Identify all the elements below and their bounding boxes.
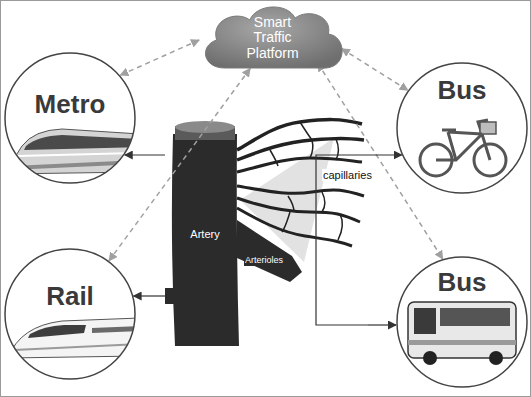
node-title: Bus — [396, 268, 528, 297]
connector — [120, 40, 199, 75]
illustration-part — [322, 192, 325, 212]
mode-circle: Bus — [396, 62, 528, 194]
circle-outline — [5, 53, 135, 183]
node-title: Rail — [4, 282, 136, 311]
circle-outline — [4, 248, 136, 380]
illustration-part — [28, 325, 86, 338]
illustration-part — [237, 120, 362, 150]
bus — [408, 302, 516, 365]
platform-cloud: Smart Traffic Platform — [195, 2, 350, 74]
label-holder: capillaries — [322, 169, 373, 181]
bicycle — [420, 120, 506, 176]
illustration-part — [237, 220, 302, 282]
circle-outline — [5, 249, 135, 379]
illustration-part — [172, 134, 239, 346]
illustration-part — [436, 134, 490, 160]
cloud-outline — [205, 7, 342, 68]
illustration-part — [237, 186, 364, 196]
illustration-part — [440, 308, 510, 326]
artery-node: Artery — [165, 118, 368, 346]
node-title: Metro — [4, 90, 136, 119]
connector — [368, 324, 396, 325]
illustration-part — [338, 214, 342, 240]
node-title: Artery — [173, 228, 237, 240]
illustration-part — [4, 129, 140, 174]
illustration-part — [270, 150, 278, 166]
illustration-part — [237, 139, 364, 161]
metro-train — [4, 129, 140, 174]
illustration-part — [310, 140, 313, 158]
illustration-part — [489, 351, 503, 365]
connector — [318, 63, 443, 259]
illustration-part — [414, 308, 436, 334]
circle-outline — [397, 63, 527, 193]
illustration-part — [282, 212, 290, 232]
illustration-part — [408, 302, 516, 358]
label-holder: Arterioles — [244, 256, 284, 266]
illustration-part — [237, 120, 364, 246]
node-title: Bus — [396, 76, 528, 105]
illustration-part — [336, 139, 338, 160]
illustration-part — [300, 122, 312, 140]
illustration-part — [14, 344, 140, 350]
mode-circle: Metro — [4, 52, 136, 184]
illustration-part — [480, 122, 496, 134]
connector — [133, 295, 165, 296]
artery-illustration — [165, 120, 368, 346]
illustration-part — [408, 340, 516, 345]
illustration-part — [175, 121, 235, 133]
illustration-part — [165, 288, 177, 304]
illustration-part — [423, 351, 437, 365]
circle-outline — [397, 257, 527, 387]
connector — [368, 154, 402, 155]
rail-train — [8, 318, 140, 358]
mode-circle: Bus — [396, 256, 528, 388]
illustration-part — [24, 135, 140, 150]
illustration-part — [288, 196, 294, 212]
illustration-part — [18, 153, 140, 156]
illustration-part — [237, 208, 352, 246]
mode-circle: Rail — [4, 248, 136, 380]
connector — [125, 154, 165, 155]
anatomy-label: capillaries — [322, 169, 373, 181]
illustration-part — [448, 132, 482, 134]
connector — [109, 68, 250, 260]
connector — [342, 49, 408, 91]
illustration-part — [8, 318, 140, 358]
node-title: Smart Traffic Platform — [235, 15, 311, 61]
anatomy-label: Arterioles — [244, 256, 284, 266]
